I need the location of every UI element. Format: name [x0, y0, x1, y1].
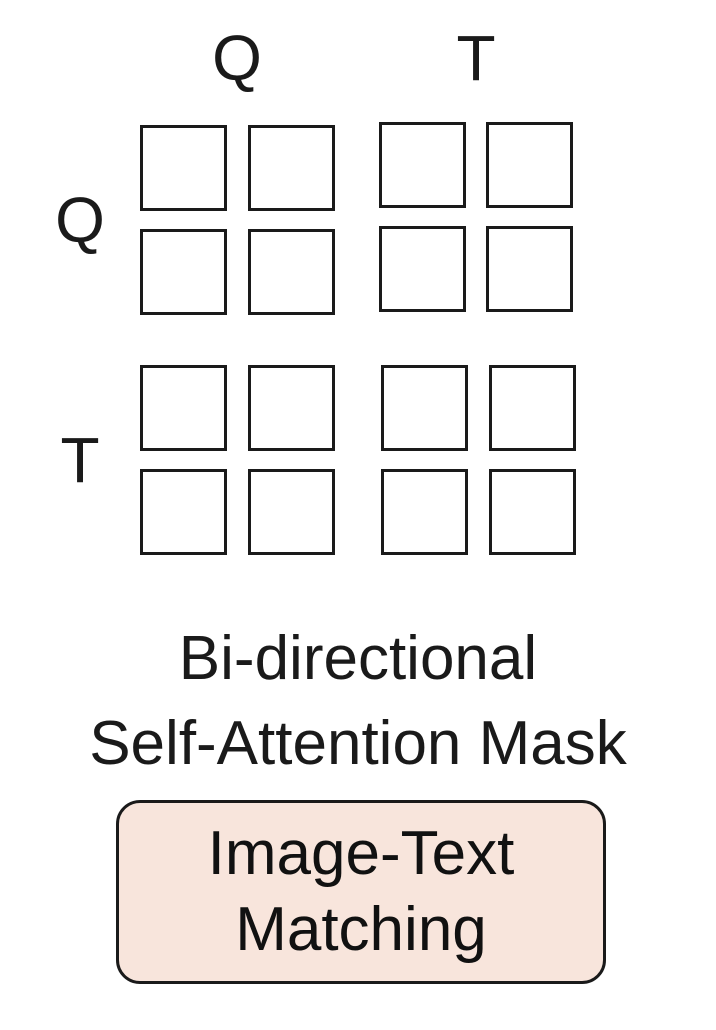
mask-cell-qt	[486, 122, 573, 208]
mask-cell-tt	[381, 365, 468, 451]
task-label-line-2: Matching	[235, 895, 487, 964]
mask-cell-qt	[379, 122, 466, 208]
mask-cell-qq	[248, 229, 335, 315]
row-label-text: T	[60, 424, 100, 496]
mask-cell-qq	[140, 229, 227, 315]
mask-cell-qq	[140, 125, 227, 211]
mask-cell-qt	[379, 226, 466, 312]
mask-cell-tt	[489, 365, 576, 451]
mask-cell-tq	[248, 469, 335, 555]
mask-cell-tq	[140, 469, 227, 555]
column-label-text: T	[456, 22, 496, 94]
row-label-query: Q	[55, 184, 105, 256]
mask-cell-tt	[381, 469, 468, 555]
task-box: Image-Text Matching	[116, 800, 606, 984]
column-label-query: Q	[212, 22, 262, 94]
mask-caption-line-2: Self-Attention Mask	[89, 709, 627, 778]
mask-caption-line-1: Bi-directional	[178, 624, 538, 693]
mask-cell-qt	[486, 226, 573, 312]
mask-cell-tq	[140, 365, 227, 451]
mask-cell-tq	[248, 365, 335, 451]
task-label-line-1: Image-Text	[207, 819, 515, 888]
mask-cell-qq	[248, 125, 335, 211]
mask-cell-tt	[489, 469, 576, 555]
